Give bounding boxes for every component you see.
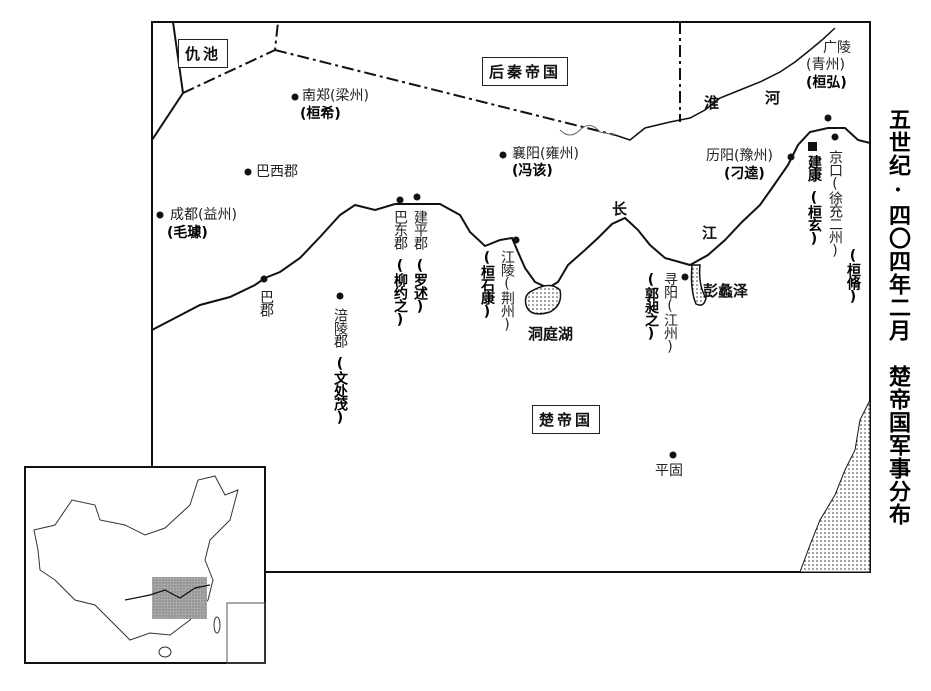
commander-badong: (柳约之) bbox=[392, 258, 408, 327]
city-dot-badong bbox=[396, 196, 404, 204]
place-badong: 巴东郡 bbox=[392, 210, 408, 249]
place-nanzheng: 南郑(梁州) bbox=[302, 88, 369, 104]
commander-jingkou: (桓脩) bbox=[845, 248, 861, 304]
city-dot-jianping bbox=[413, 193, 421, 201]
city-dot-bajun bbox=[260, 275, 268, 283]
lake-label-dongting: 洞庭湖 bbox=[528, 325, 574, 343]
commander-guangling: (桓弘) bbox=[806, 75, 847, 91]
commander-fuling: (文处茂) bbox=[332, 356, 348, 425]
commander-xunyang: (郭昶之) bbox=[643, 272, 659, 341]
place-liyang: 历阳(豫州) bbox=[706, 148, 773, 164]
place-xunyang: 寻阳(江州) bbox=[662, 272, 678, 354]
huai-river bbox=[614, 27, 836, 141]
place-bajun: 巴郡 bbox=[258, 290, 274, 316]
city-dot-pinggu bbox=[669, 451, 677, 459]
state-label-chouchi: 仇池 bbox=[178, 39, 229, 68]
main-map-frame bbox=[151, 21, 871, 573]
river-label-jiang: 江 bbox=[702, 224, 718, 242]
river-label-he: 河 bbox=[765, 89, 781, 107]
commander-jianping: (罗述) bbox=[412, 258, 428, 314]
place-jiankang: 建康 bbox=[806, 155, 822, 181]
place-jiangling: 江陵(荆州) bbox=[499, 250, 515, 332]
city-dot-chengdu bbox=[156, 211, 164, 219]
city-dot-fuling bbox=[336, 292, 344, 300]
place-chengdu: 成都(益州) bbox=[170, 207, 237, 223]
commander-nanzheng: (桓希) bbox=[300, 106, 341, 122]
place-xiangyang: 襄阳(雍州) bbox=[512, 146, 579, 162]
inset-china-outline bbox=[33, 475, 239, 641]
river-label-chang: 长 bbox=[612, 200, 628, 218]
city-dot-jingkou bbox=[831, 133, 839, 141]
state-label-later-qin: 后秦帝国 bbox=[482, 57, 569, 86]
place-pinggu: 平固 bbox=[655, 463, 683, 479]
inset-yangtze bbox=[124, 584, 211, 601]
sea-area bbox=[799, 399, 871, 573]
pengli-lake bbox=[690, 264, 707, 306]
city-dot-baxi bbox=[244, 168, 252, 176]
place-baxi: 巴西郡 bbox=[256, 164, 298, 180]
city-markers bbox=[156, 93, 839, 459]
river-label-huai: 淮 bbox=[704, 94, 720, 112]
border-dashdot bbox=[182, 21, 681, 136]
commander-jiangling: (桓石康) bbox=[479, 250, 495, 319]
commander-xiangyang: (冯该) bbox=[512, 163, 553, 179]
place-guangling: 广陵 bbox=[823, 40, 851, 56]
place-jingkou: 京口(徐充二州) bbox=[827, 150, 843, 258]
place-fuling: 涪陵郡 bbox=[332, 308, 348, 347]
map-title: 五世纪·四〇四年二月 楚帝国军事分布 bbox=[885, 108, 911, 526]
inset-map bbox=[24, 466, 266, 664]
inset-hainan bbox=[158, 646, 172, 658]
city-dot-nanzheng bbox=[291, 93, 299, 101]
province-guangling: (青州) bbox=[806, 57, 845, 73]
place-jianping: 建平郡 bbox=[412, 210, 428, 249]
dongting-lake bbox=[524, 284, 562, 315]
commander-liyang: (刁逵) bbox=[724, 166, 765, 182]
city-dot-jiangling bbox=[512, 236, 520, 244]
inset-taiwan bbox=[213, 616, 221, 634]
inset-south-sea-box bbox=[226, 602, 266, 664]
commander-chengdu: (毛璩) bbox=[167, 225, 208, 241]
city-dot-xiangyang bbox=[499, 151, 507, 159]
commander-jiankang: (桓玄) bbox=[806, 190, 822, 246]
city-dot-xunyang bbox=[681, 273, 689, 281]
city-dot-liyang bbox=[787, 153, 795, 161]
state-label-chu: 楚帝国 bbox=[532, 405, 601, 434]
border-thin bbox=[559, 125, 616, 136]
capital-marker-jiankang bbox=[808, 142, 817, 151]
lake-label-pengli: 彭蠡泽 bbox=[703, 282, 749, 300]
city-dot-guangling bbox=[824, 114, 832, 122]
